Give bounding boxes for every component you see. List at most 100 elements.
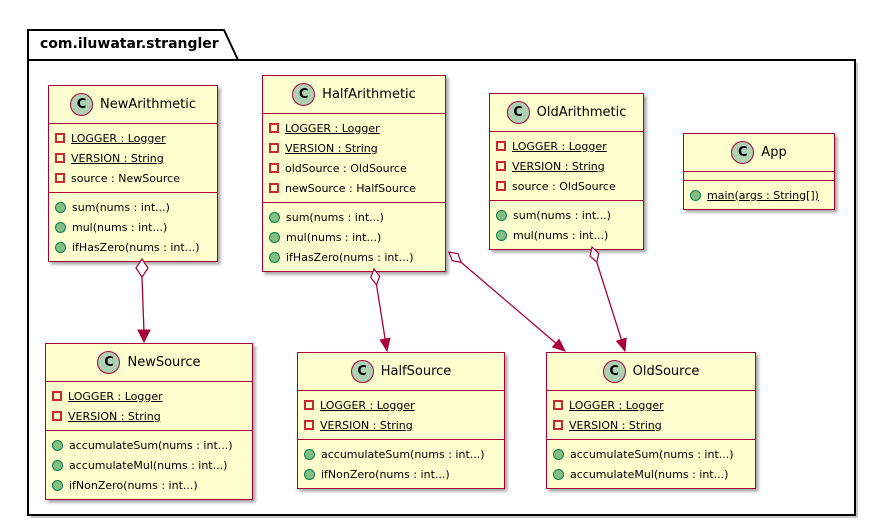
method-row: sum(nums : int...) (269, 207, 439, 227)
field-icon (55, 133, 65, 143)
class-stereotype-icon: C (731, 141, 755, 164)
method-text: sum(nums : int...) (286, 210, 384, 224)
method-text: accumulateMul(nums : int...) (69, 458, 228, 472)
field-row: VERSION : String (55, 148, 211, 168)
package-tab (27, 29, 240, 61)
method-icon (304, 448, 315, 460)
method-text: ifNonZero(nums : int...) (321, 467, 450, 481)
method-row: accumulateSum(nums : int...) (52, 435, 246, 455)
field-icon (496, 141, 506, 151)
field-text: VERSION : String (68, 409, 161, 423)
class-name: HalfSource (380, 364, 452, 379)
method-icon (269, 211, 280, 223)
class-title: C App (684, 134, 834, 172)
field-icon (269, 183, 279, 193)
class-title: C OldSource (547, 353, 755, 391)
field-row: VERSION : String (269, 138, 439, 158)
method-text: accumulateSum(nums : int...) (570, 447, 734, 461)
method-row: main(args : String[]) (690, 185, 828, 205)
method-row: accumulateSum(nums : int...) (553, 444, 749, 464)
field-icon (553, 400, 563, 410)
methods-section: sum(nums : int...) mul(nums : int...) ifHa… (49, 192, 217, 261)
method-row: mul(nums : int...) (55, 217, 211, 237)
class-app: C App main(args : String[]) (683, 133, 835, 210)
field-text: LOGGER : Logger (71, 131, 166, 145)
method-text: accumulateSum(nums : int...) (321, 447, 485, 461)
methods-section: main(args : String[]) (684, 180, 834, 209)
class-name: OldSource (632, 364, 700, 379)
field-row: VERSION : String (496, 156, 637, 176)
method-icon (55, 221, 66, 233)
method-text: mul(nums : int...) (286, 230, 382, 244)
field-row: newSource : HalfSource (269, 178, 439, 198)
method-text: ifNonZero(nums : int...) (69, 478, 198, 492)
field-row: LOGGER : Logger (269, 118, 439, 138)
package-title: com.iluwatar.strangler (40, 36, 219, 52)
method-icon (52, 459, 63, 471)
class-title: C HalfSource (298, 353, 504, 391)
field-text: source : NewSource (71, 171, 181, 185)
field-row: LOGGER : Logger (55, 128, 211, 148)
method-icon (304, 468, 315, 480)
method-icon (553, 468, 564, 480)
field-text: newSource : HalfSource (285, 181, 416, 195)
class-stereotype-icon: C (69, 93, 93, 116)
class-title: C OldArithmetic (490, 94, 643, 132)
method-text: sum(nums : int...) (72, 200, 170, 214)
field-row: source : OldSource (496, 176, 637, 196)
method-row: ifNonZero(nums : int...) (304, 464, 498, 484)
field-text: LOGGER : Logger (68, 389, 163, 403)
field-row: LOGGER : Logger (496, 136, 637, 156)
field-icon (269, 163, 279, 173)
field-icon (55, 173, 65, 183)
method-icon (55, 201, 66, 213)
method-text: accumulateSum(nums : int...) (69, 438, 233, 452)
method-text: main(args : String[]) (707, 188, 819, 202)
field-row: LOGGER : Logger (304, 395, 498, 415)
methods-section: accumulateSum(nums : int...) accumulateMu… (547, 439, 755, 488)
class-stereotype-icon: C (506, 101, 530, 124)
field-icon (52, 411, 62, 421)
method-icon (496, 209, 507, 221)
methods-section: accumulateSum(nums : int...) accumulateMu… (46, 430, 252, 499)
method-row: sum(nums : int...) (55, 197, 211, 217)
field-row: VERSION : String (52, 406, 246, 426)
class-name: HalfArithmetic (322, 87, 416, 102)
field-text: source : OldSource (512, 179, 616, 193)
method-text: sum(nums : int...) (513, 208, 611, 222)
method-text: mul(nums : int...) (513, 228, 609, 242)
class-title: C NewSource (46, 344, 252, 382)
method-icon (496, 229, 507, 241)
method-icon (690, 189, 701, 201)
method-text: accumulateMul(nums : int...) (570, 467, 729, 481)
field-text: VERSION : String (71, 151, 164, 165)
method-row: sum(nums : int...) (496, 205, 637, 225)
method-icon (52, 479, 63, 491)
field-icon (269, 143, 279, 153)
field-icon (496, 161, 506, 171)
class-name: App (761, 145, 787, 160)
field-text: LOGGER : Logger (285, 121, 380, 135)
method-row: accumulateMul(nums : int...) (553, 464, 749, 484)
class-name: OldArithmetic (536, 105, 627, 120)
field-text: VERSION : String (569, 418, 662, 432)
method-text: mul(nums : int...) (72, 220, 168, 234)
field-text: LOGGER : Logger (512, 139, 607, 153)
field-text: LOGGER : Logger (320, 398, 415, 412)
methods-section: sum(nums : int...) mul(nums : int...) (490, 200, 643, 249)
field-text: VERSION : String (320, 418, 413, 432)
method-text: ifHasZero(nums : int...) (72, 240, 200, 254)
class-title: C NewArithmetic (49, 86, 217, 124)
class-stereotype-icon: C (350, 360, 374, 383)
field-text: VERSION : String (512, 159, 605, 173)
